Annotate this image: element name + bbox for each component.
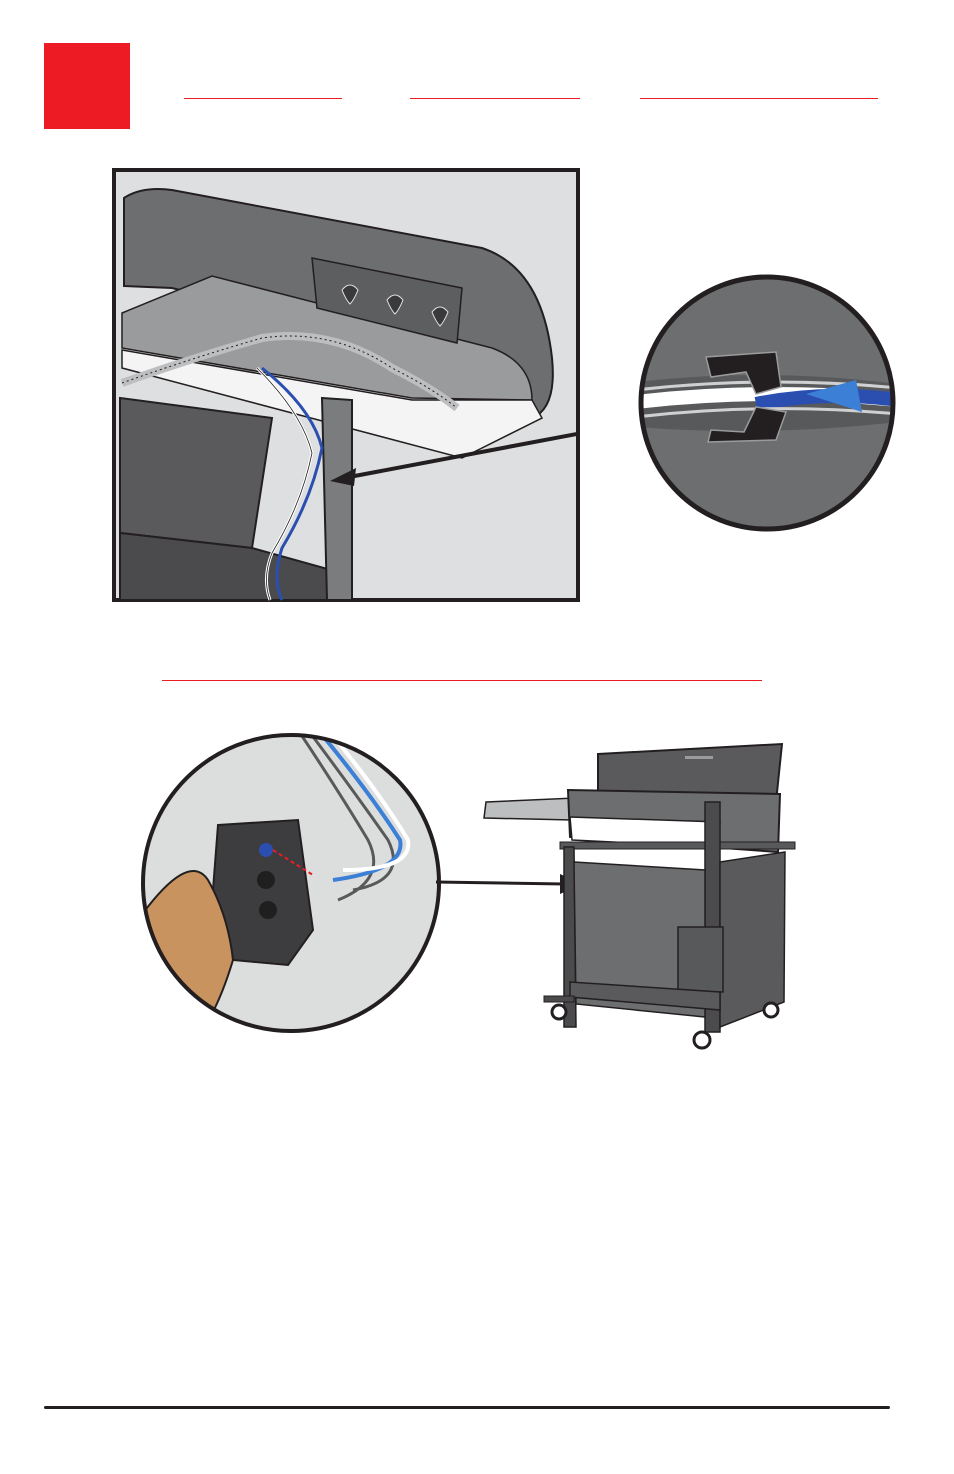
grill-cart-illustration — [483, 742, 796, 1050]
grill-wiring-underside-illustration — [112, 168, 580, 602]
header-underline-3 — [640, 98, 878, 99]
ignition-module-connection-illustration — [141, 733, 441, 1033]
footer-rule — [44, 1406, 890, 1409]
section-underline — [162, 680, 762, 681]
header-underline-2 — [410, 98, 580, 99]
header-underline-1 — [184, 98, 342, 99]
step-badge — [44, 43, 130, 129]
wire-clip-detail-illustration — [638, 274, 896, 532]
